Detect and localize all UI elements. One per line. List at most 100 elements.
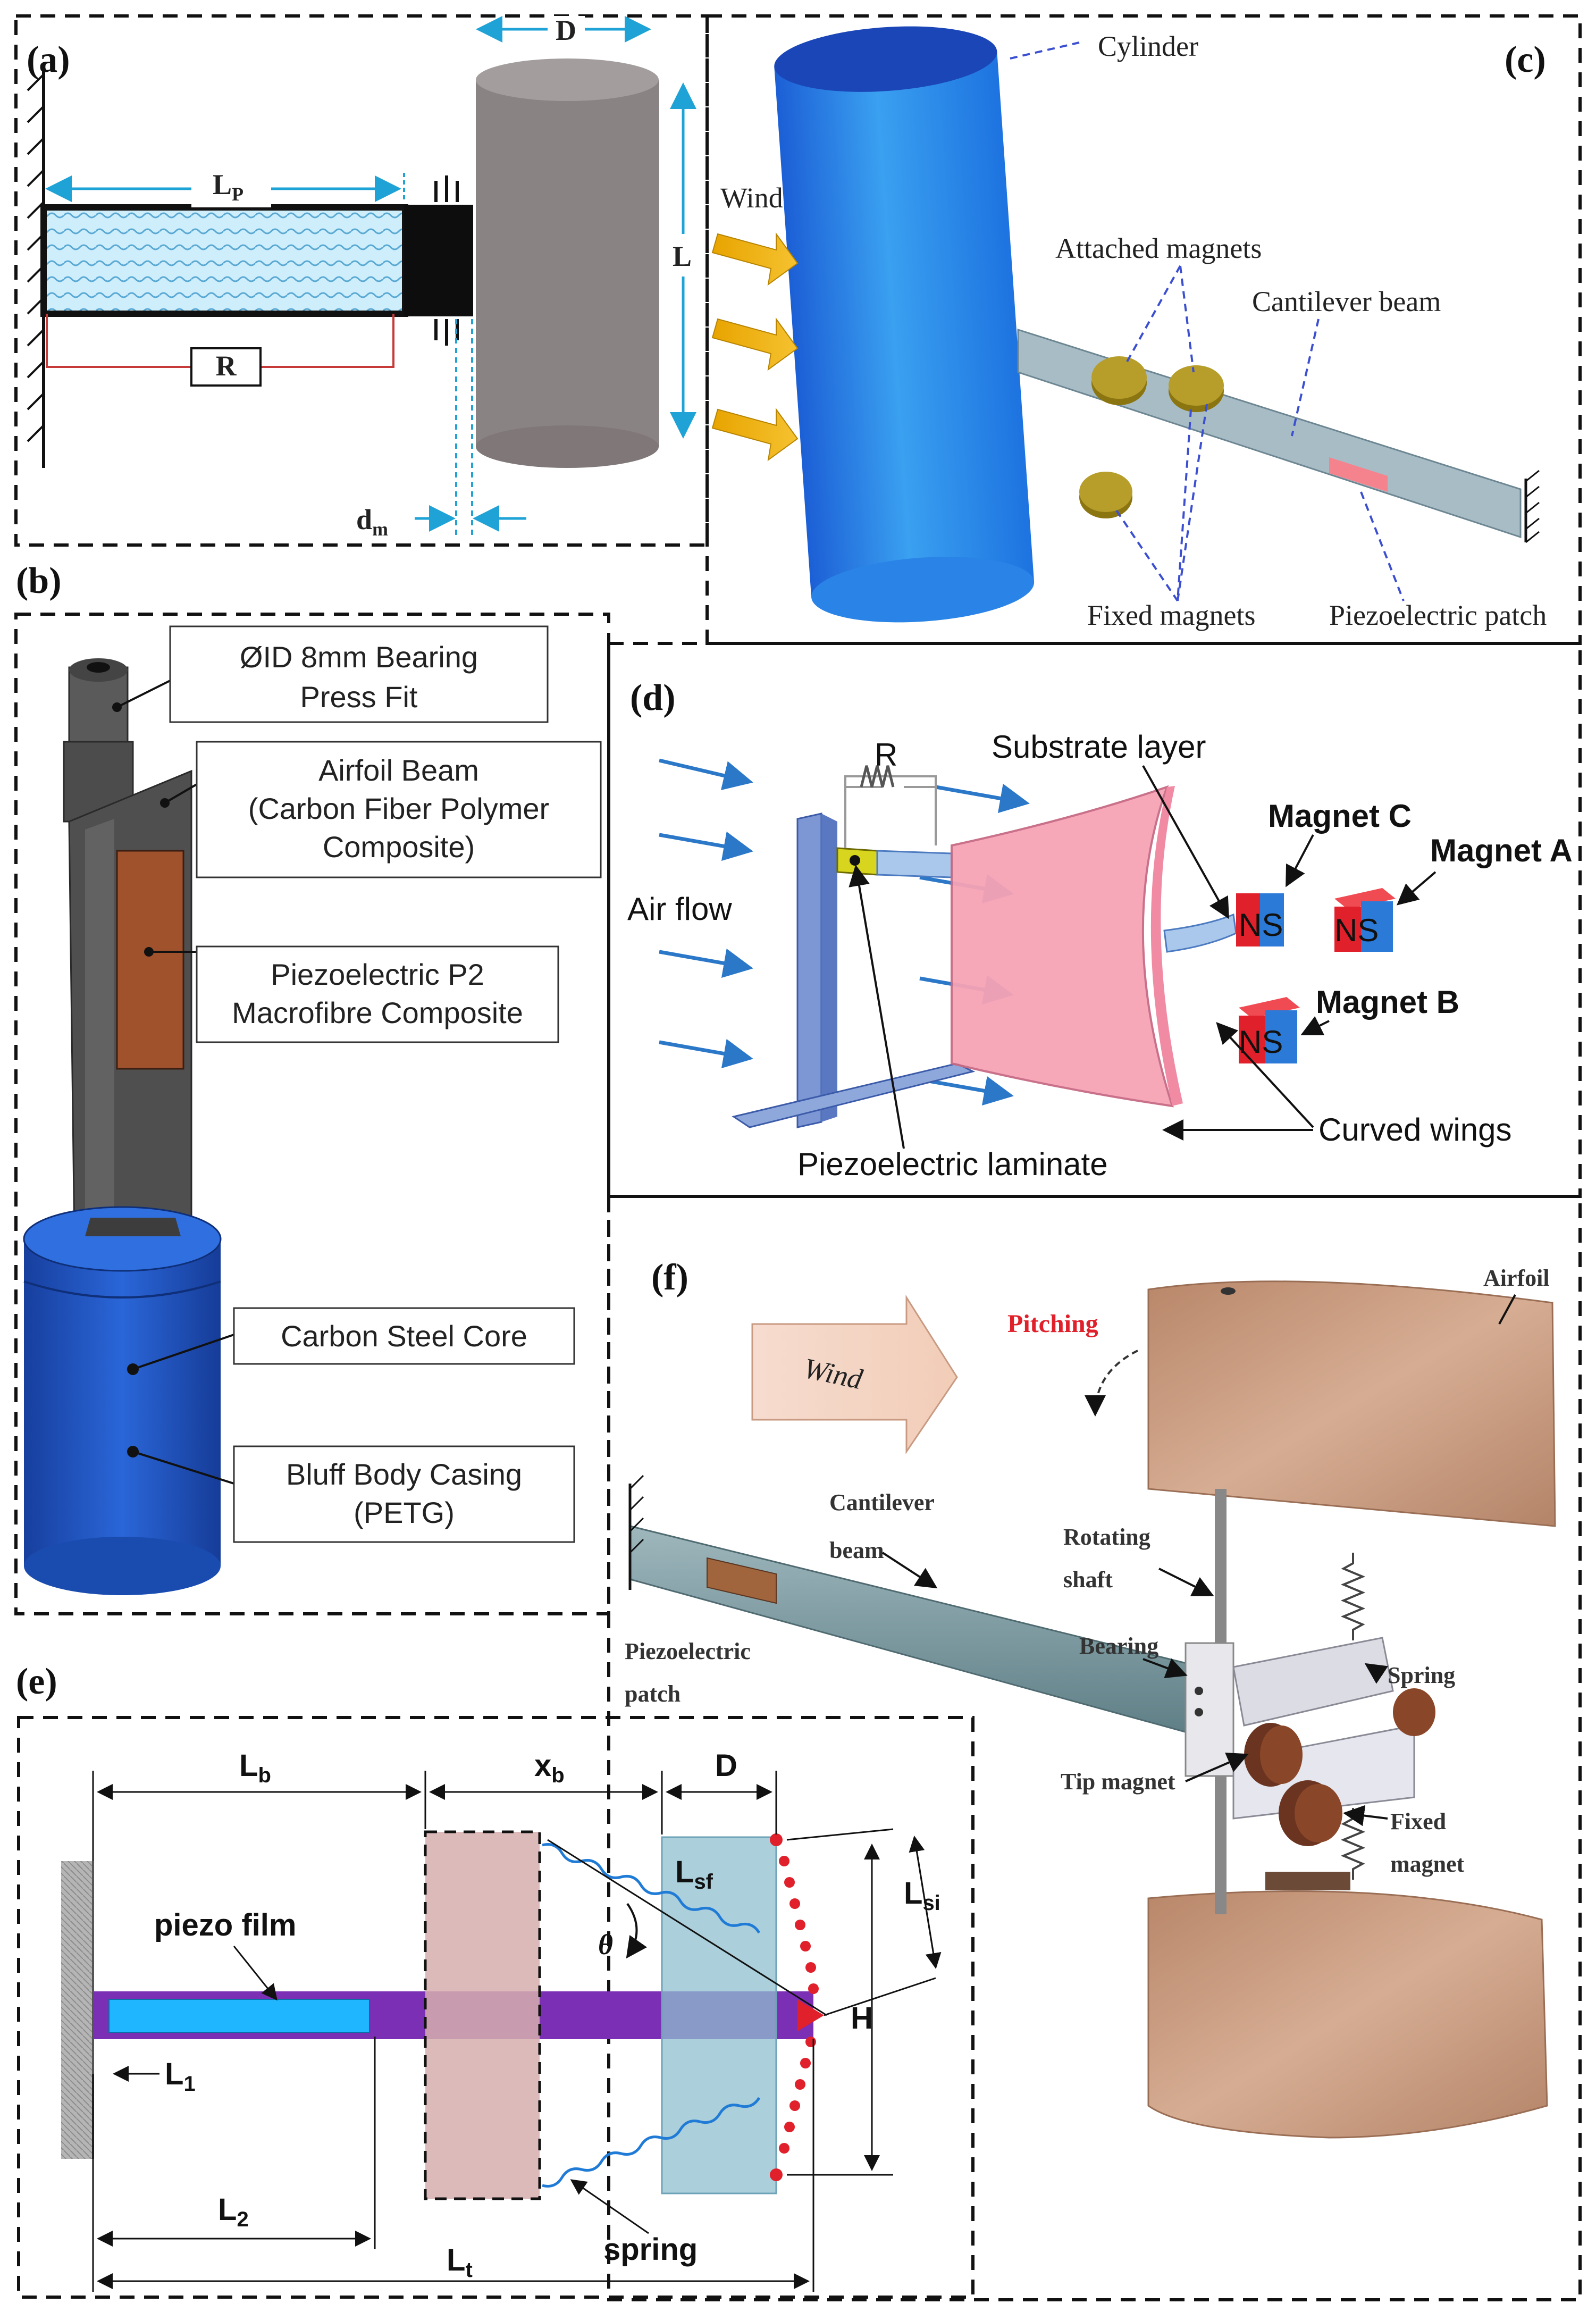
bearing-label-f: Bearing — [1079, 1633, 1158, 1659]
circuit-wire-right — [261, 314, 394, 368]
panel-d-letter: (d) — [630, 677, 676, 718]
lt-label: Lt — [447, 2243, 473, 2282]
panel-b-frame — [14, 613, 610, 1615]
svg-text:NS: NS — [1334, 912, 1379, 948]
theta-arc — [626, 1903, 648, 1959]
circuit-wire-left — [46, 314, 191, 368]
bearing-label-2: Press Fit — [300, 680, 418, 714]
panel-a: (a) R LP D — [14, 14, 709, 547]
magnet-c-label: Magnet C — [1268, 798, 1412, 834]
magnet-a: NS — [1334, 888, 1396, 952]
d-label-e: D — [715, 1748, 737, 1783]
pitching-label: Pitching — [1007, 1310, 1098, 1338]
fixed-magnet-label-2: magnet — [1390, 1851, 1465, 1877]
piezo-laminate-label: Piezoelectric laminate — [797, 1146, 1108, 1182]
piezo-label-2: patch — [625, 1681, 681, 1707]
mfc-label-2: Macrofibre Composite — [232, 996, 523, 1029]
lp-label: LP — [213, 169, 243, 205]
red-chain — [770, 1833, 824, 2181]
substrate-label: Substrate layer — [992, 729, 1206, 765]
rotating-label-2: shaft — [1063, 1567, 1113, 1593]
wall-e — [61, 1861, 93, 2159]
panel-f: (f) Wind Pitching Airfoil — [607, 1195, 1582, 2301]
pitching-arrow — [1085, 1350, 1138, 1417]
curved-wing — [951, 785, 1174, 1108]
mfc-label-1: Piezoelectric P2 — [271, 958, 484, 991]
substrate-beam — [876, 850, 953, 878]
magnet-b-label: Magnet B — [1316, 984, 1459, 1020]
cantilever-beam-f — [629, 1525, 1192, 1735]
piezo-patch-label-c: Piezoelectric patch — [1329, 599, 1547, 631]
d-label: D — [556, 14, 576, 46]
substrate-tip — [1163, 913, 1237, 953]
resistor-d — [844, 765, 937, 848]
top-airfoil — [1147, 1280, 1556, 1527]
airfoil-beam-label-3: Composite) — [323, 830, 475, 864]
bluff-body-b — [23, 1206, 222, 1595]
panel-a-frame — [14, 14, 709, 547]
panel-b: (b) ØID 8mm Be — [14, 560, 610, 1615]
spring-lower — [542, 2097, 761, 2188]
panel-f-frame — [607, 1195, 1582, 2301]
panel-a-letter: (a) — [27, 39, 70, 80]
piezo-patch-c — [1329, 457, 1388, 492]
spring-bottom — [1340, 1808, 1366, 1880]
tip-mass-ghost — [424, 1830, 541, 2200]
bearing-label-1: ØID 8mm Bearing — [240, 640, 478, 674]
panel-b-letter: (b) — [16, 560, 62, 601]
rotating-label-1: Rotating — [1063, 1524, 1150, 1550]
fixed-magnets-label: Fixed magnets — [1087, 599, 1255, 631]
beam-wall-f — [628, 1475, 644, 1590]
spring-top — [1340, 1553, 1366, 1640]
panel-d-frame — [607, 642, 1582, 1198]
piezo-film — [108, 1999, 370, 2033]
magnet-b: NS — [1239, 997, 1300, 1063]
wind-arrows-c — [711, 232, 799, 462]
bluff-cylinder — [476, 58, 659, 468]
theta-label: θ — [598, 1929, 613, 1961]
spring-upper — [542, 1843, 761, 1934]
cantilever-label-1: Cantilever — [829, 1489, 935, 1515]
piezo-patch-f — [707, 1557, 777, 1604]
mounting-stand — [732, 812, 976, 1128]
bluff-casing-label-1: Bluff Body Casing — [286, 1457, 522, 1491]
fixed-magnet-label-1: Fixed — [1390, 1808, 1446, 1834]
panel-d: (d) Air flow R — [607, 642, 1582, 1198]
panel-c-letter: (c) — [1505, 39, 1546, 80]
attached-magnets-label: Attached magnets — [1055, 232, 1262, 264]
tip-mass — [661, 1836, 777, 2194]
beam-wall-c — [1524, 470, 1540, 543]
bluff-casing-label-2: (PETG) — [354, 1496, 455, 1529]
panel-f-letter: (f) — [651, 1257, 688, 1298]
resistor-label: R — [216, 350, 237, 382]
airfoil-label: Airfoil — [1483, 1265, 1550, 1291]
panel-e-letter: (e) — [16, 1661, 57, 1702]
curved-wings-label: Curved wings — [1318, 1112, 1512, 1147]
tip-magnet-f — [1244, 1723, 1303, 1787]
magnet-c: NS — [1236, 893, 1284, 946]
cantilever-label-2: beam — [829, 1537, 884, 1563]
piezo-layer — [40, 204, 408, 317]
spring-label-e: spring — [603, 2232, 698, 2267]
tip-block — [404, 205, 473, 316]
wind-arrow-f — [751, 1294, 958, 1454]
bottom-airfoil — [1147, 1872, 1548, 2139]
piezo-film-label: piezo film — [154, 1908, 296, 1942]
h-label: H — [851, 2001, 873, 2035]
steel-core-label: Carbon Steel Core — [281, 1319, 527, 1353]
tip-magnet-label: Tip magnet — [1061, 1769, 1175, 1795]
cantilever-beam-label-c: Cantilever beam — [1252, 286, 1441, 317]
bearing-shaft — [63, 658, 134, 823]
lsi-label: Lsi — [904, 1876, 940, 1915]
panel-e: (e) — [16, 1661, 975, 2299]
wall-hatching — [27, 73, 45, 442]
mfc-patch — [116, 850, 184, 1070]
svg-text:NS: NS — [1239, 907, 1283, 943]
magnet-a-label: Magnet A — [1430, 833, 1573, 868]
wind-label-c: Wind — [720, 182, 783, 214]
panel-c: (c) Cylinder Wind — [705, 14, 1582, 645]
e-dims — [92, 1771, 942, 2292]
l1-label: L1 — [165, 2057, 196, 2096]
cylinder-3d — [774, 26, 1035, 623]
